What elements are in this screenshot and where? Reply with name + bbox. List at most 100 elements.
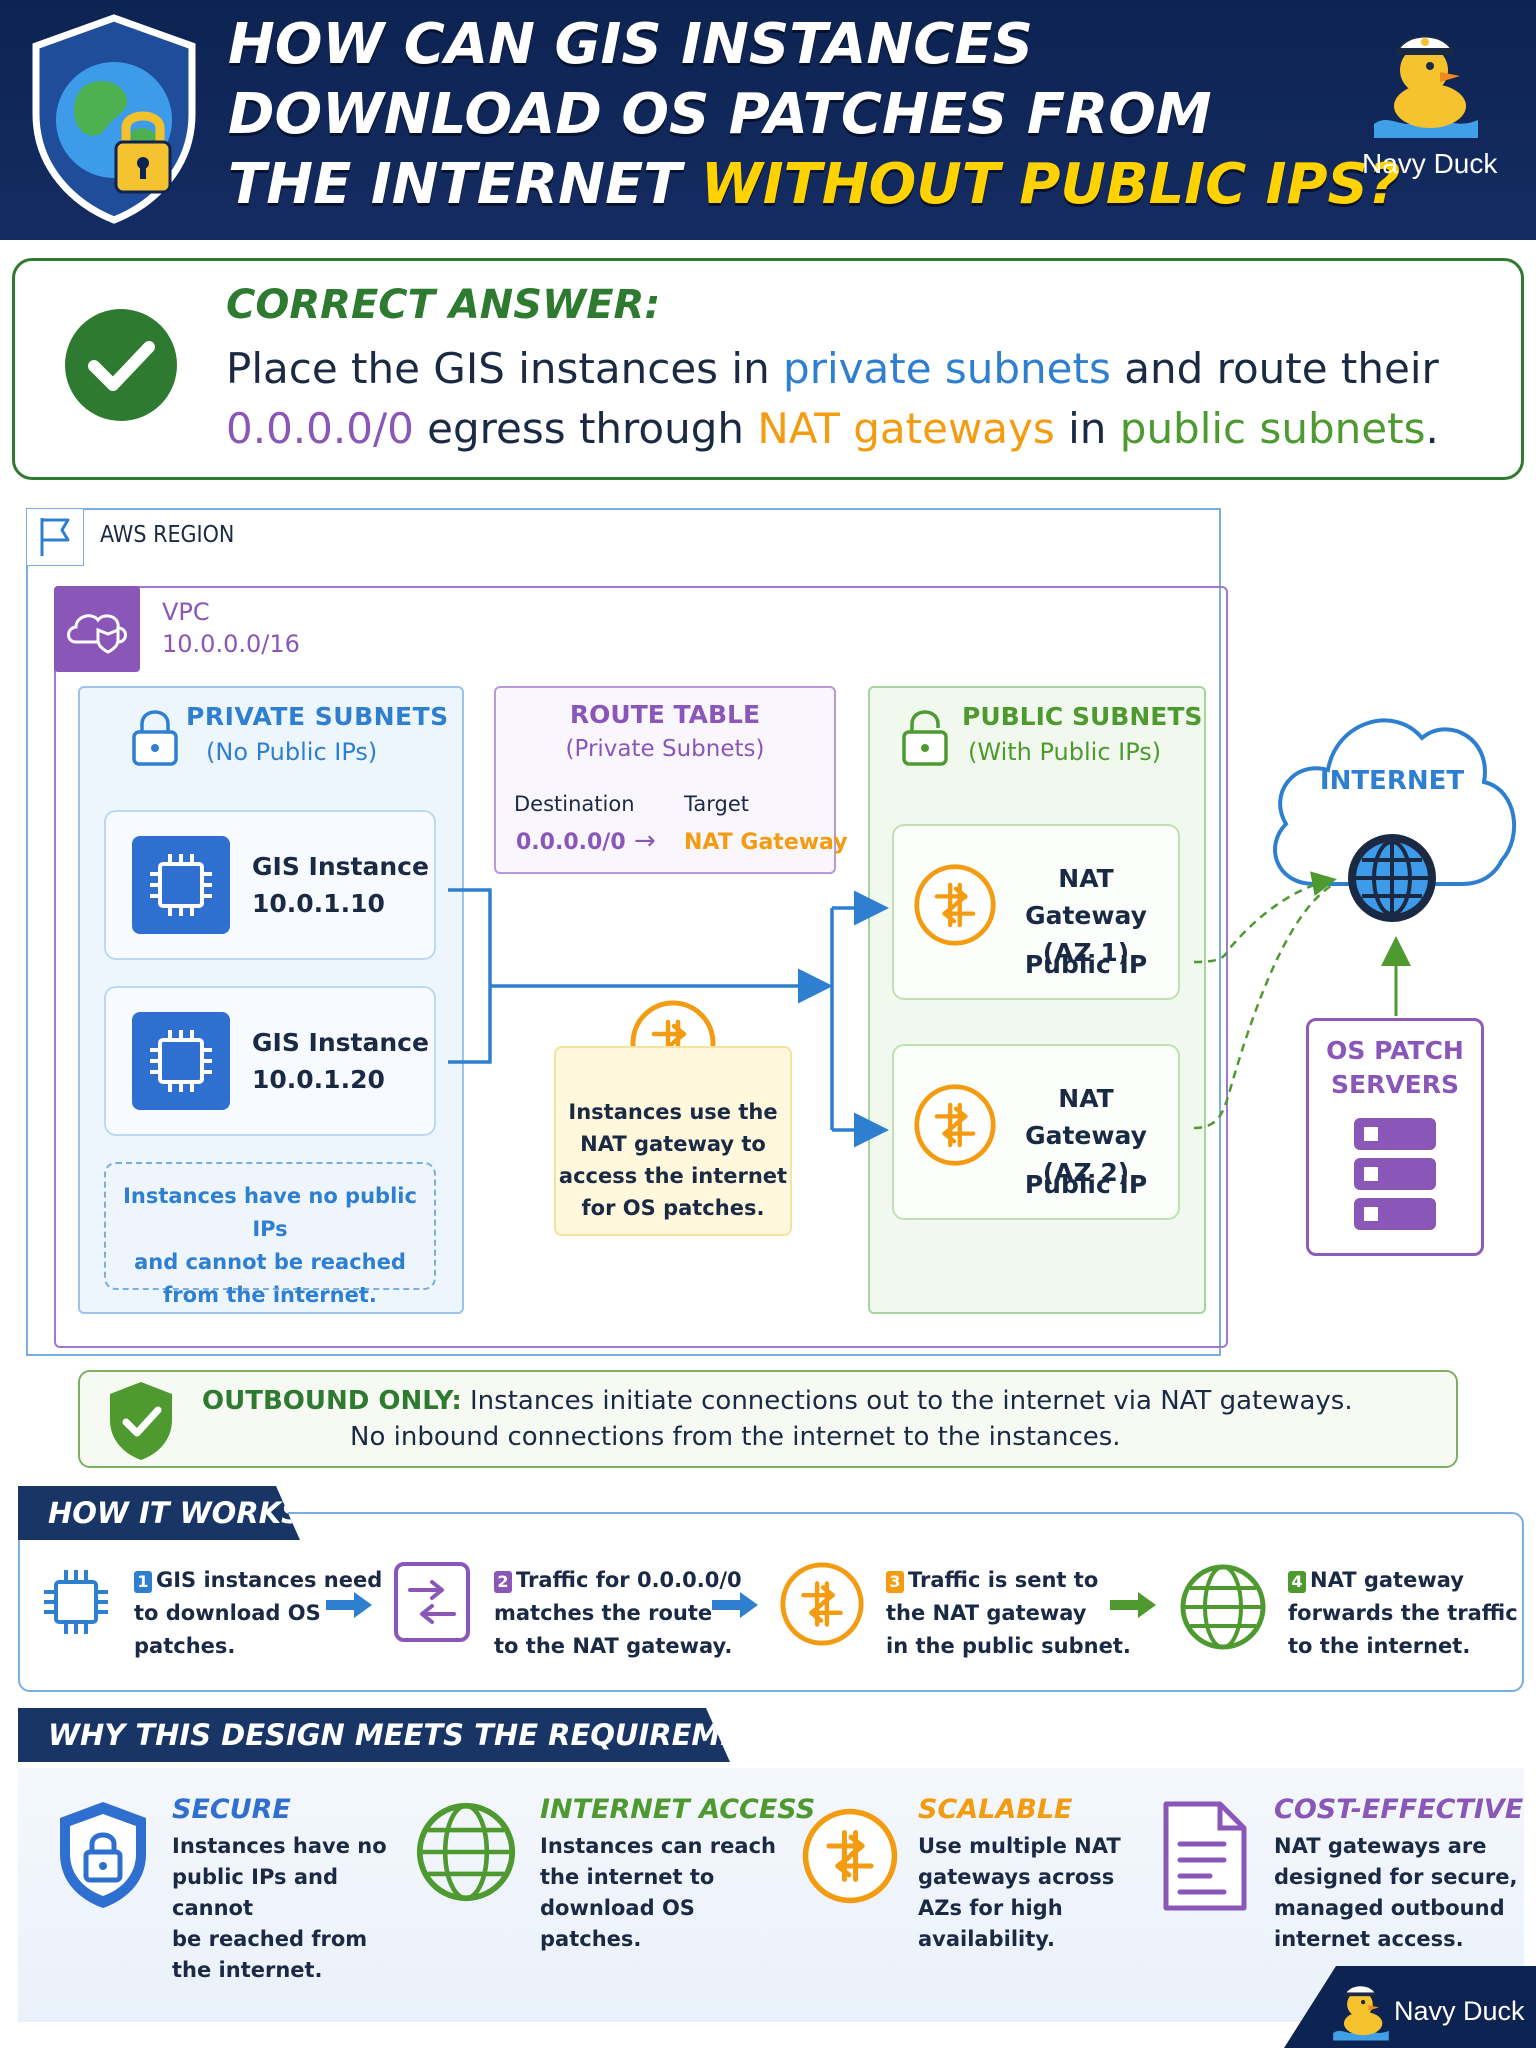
answer-line-1: Place the GIS instances in private subne… <box>226 344 1439 393</box>
outbound-line-1: OUTBOUND ONLY: Instances initiate connec… <box>202 1386 1353 1416</box>
nat-gateway-card[interactable]: NAT Gateway (AZ 2) Public IP <box>892 1044 1180 1220</box>
globe-icon <box>1348 834 1436 922</box>
lock-icon <box>132 710 178 766</box>
answer-box <box>12 258 1524 480</box>
title-line-3: THE INTERNET WITHOUT PUBLIC IPS? <box>228 152 1400 217</box>
cpu-chip-icon <box>44 1570 108 1634</box>
step-line: the NAT gateway <box>886 1601 1087 1625</box>
step-line: to the internet. <box>1288 1634 1471 1658</box>
instance-ip: 10.0.1.10 <box>252 889 385 918</box>
why-line: AZs for high <box>918 1896 1063 1920</box>
answer-text: Place the GIS instances in <box>226 344 784 393</box>
route-destination: 0.0.0.0/0 <box>516 830 626 855</box>
why-line: gateways across <box>918 1865 1115 1889</box>
step-number-badge: 4 <box>1288 1571 1306 1593</box>
private-note-line: Instances have no public IPs <box>123 1184 417 1241</box>
padlock-icon <box>114 111 172 194</box>
route-arrow-icon: → <box>634 826 656 856</box>
nat-name: NAT Gateway <box>1025 1084 1147 1150</box>
private-note: Instances have no public IPs and cannot … <box>104 1162 436 1307</box>
nat-note-line: for OS patches. <box>581 1196 765 1220</box>
answer-text: in <box>1054 404 1120 453</box>
step-text: NAT gateway <box>1310 1568 1464 1592</box>
why-item-secure: SECURE Instances have no public IPs and … <box>172 1794 392 1986</box>
gis-instance-card[interactable]: GIS Instance 10.0.1.20 <box>104 986 436 1136</box>
title-line-1: HOW CAN GIS INSTANCES <box>228 12 1033 77</box>
gis-instance-card[interactable]: GIS Instance 10.0.1.10 <box>104 810 436 960</box>
nat-public-ip: Public IP <box>1024 950 1148 979</box>
shield-check-icon <box>110 1382 172 1460</box>
how-it-works-title: HOW IT WORKS <box>18 1486 300 1540</box>
why-title: WHY THIS DESIGN MEETS THE REQUIREMENT <box>18 1708 730 1762</box>
route-target: NAT Gateway <box>684 830 848 855</box>
vpc-cidr: 10.0.0.0/16 <box>162 630 300 658</box>
why-panel <box>18 1768 1524 2022</box>
why-item-title: COST-EFFECTIVE <box>1274 1794 1524 1825</box>
why-line: managed outbound <box>1274 1896 1505 1920</box>
os-label-line: SERVERS <box>1330 1070 1459 1099</box>
why-line: the internet to <box>540 1865 715 1889</box>
duck-mascot-icon <box>1374 35 1478 138</box>
why-item-scalable: SCALABLE Use multiple NAT gateways acros… <box>918 1794 1138 1955</box>
vpc-frame <box>54 586 1228 1348</box>
route-col-destination: Destination <box>514 792 635 816</box>
why-line: Instances can reach <box>540 1834 776 1858</box>
nat-gateway-card[interactable]: NAT Gateway (AZ 1) Public IP <box>892 824 1180 1000</box>
instance-name: GIS Instance <box>252 852 429 881</box>
server-icon <box>1354 1118 1436 1230</box>
cloud-shield-icon <box>54 586 140 672</box>
why-line: availability. <box>918 1927 1056 1951</box>
vpc-label: VPC <box>162 598 210 626</box>
globe-outline-icon <box>1180 1564 1266 1650</box>
step-number-badge: 1 <box>134 1571 152 1593</box>
connector-lines <box>448 871 1411 1148</box>
footer-brand-name: Navy Duck <box>1394 1996 1525 2026</box>
answer-text: . <box>1425 404 1439 453</box>
private-subnets-title: PRIVATE SUBNETS <box>186 702 449 731</box>
public-subnets-sub: (With Public IPs) <box>968 738 1162 766</box>
why-item-cost-effective: COST-EFFECTIVE NAT gateways are designed… <box>1274 1794 1524 1955</box>
title-line-3-white: THE INTERNET <box>228 152 701 217</box>
step-number-badge: 3 <box>886 1571 904 1593</box>
nat-gateway-icon <box>914 1084 996 1166</box>
arrow-right-icon <box>1110 1592 1156 1618</box>
nat-note-line: access the internet <box>558 1164 788 1188</box>
shield-lock-icon <box>60 1802 146 1908</box>
duck-mascot-icon <box>1333 1986 1389 2041</box>
why-item-title: INTERNET ACCESS <box>540 1794 816 1825</box>
why-line: Instances have no <box>172 1834 387 1858</box>
nat-note-line: Instances use the <box>568 1100 778 1124</box>
public-subnets-title: PUBLIC SUBNETS <box>962 702 1203 731</box>
step-line: to the NAT gateway. <box>494 1634 733 1658</box>
nat-gateway-icon <box>780 1562 864 1646</box>
step-line: patches. <box>134 1634 236 1658</box>
answer-text: egress through <box>413 404 758 453</box>
title-line-2: DOWNLOAD OS PATCHES FROM <box>228 82 1212 147</box>
why-line: the internet. <box>172 1958 323 1982</box>
answer-text: and route their <box>1110 344 1439 393</box>
unlock-icon <box>902 710 948 766</box>
outbound-line-2: No inbound connections from the internet… <box>350 1422 1121 1452</box>
cpu-chip-icon <box>150 1030 212 1092</box>
internet-label: INTERNET <box>1319 766 1465 796</box>
cpu-chip-icon <box>150 854 212 916</box>
brand-name: Navy Duck <box>1362 148 1498 179</box>
instance-ip: 10.0.1.20 <box>252 1065 385 1094</box>
answer-cidr: 0.0.0.0/0 <box>226 404 414 453</box>
cloud-icon <box>1273 718 1517 886</box>
private-subnets-sub: (No Public IPs) <box>206 738 378 766</box>
why-line: internet access. <box>1274 1927 1464 1951</box>
nat-az: (AZ 1) <box>1042 938 1130 967</box>
nat-public-ip: Public IP <box>1024 1170 1148 1199</box>
why-item-internet-access: INTERNET ACCESS Instances can reach the … <box>540 1794 816 1955</box>
why-line: NAT gateways are <box>1274 1834 1487 1858</box>
nat-name: NAT Gateway <box>1025 864 1147 930</box>
